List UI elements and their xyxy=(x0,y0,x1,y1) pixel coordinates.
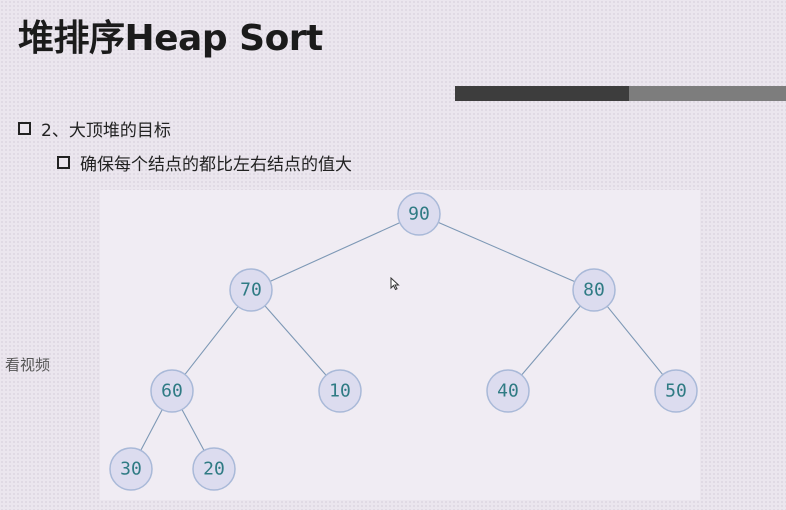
tree-node-label: 50 xyxy=(665,381,687,402)
bullet-item-2-text: 确保每个结点的都比左右结点的值大 xyxy=(80,155,352,175)
tree-node-circle xyxy=(397,192,441,236)
bullet-item-2: 确保每个结点的都比左右结点的值大 xyxy=(57,150,352,175)
nodes-layer: 90 70 80 60 10 40 50 30 20 xyxy=(109,192,698,491)
tree-node-circle xyxy=(572,268,616,312)
tree-node-80: 80 xyxy=(572,268,616,312)
tree-node-circle xyxy=(109,447,153,491)
tree-node-label: 20 xyxy=(203,459,225,480)
tree-edge-n70-n60 xyxy=(184,306,239,375)
tree-node-label: 80 xyxy=(583,280,605,301)
tree-edge-n60-n30 xyxy=(140,409,163,451)
tree-node-10: 10 xyxy=(318,369,362,413)
tree-node-40: 40 xyxy=(486,369,530,413)
tree-node-label: 40 xyxy=(497,381,519,402)
bullet-item-1-text: 2、大顶堆的目标 xyxy=(41,121,171,141)
tree-node-90: 90 xyxy=(397,192,441,236)
diagram-panel xyxy=(100,190,700,500)
header-bar-light xyxy=(629,86,786,101)
tree-node-circle xyxy=(229,268,273,312)
header-bar-dark xyxy=(455,86,629,101)
tree-node-20: 20 xyxy=(192,447,236,491)
tree-edge-n80-n50 xyxy=(606,305,664,376)
tree-edge-n90-n80 xyxy=(438,221,575,283)
square-bullet-icon xyxy=(57,156,70,169)
tree-node-60: 60 xyxy=(150,369,194,413)
tree-node-label: 60 xyxy=(161,381,183,402)
tree-edge-n90-n70 xyxy=(269,222,401,282)
tree-node-circle xyxy=(318,369,362,413)
tree-node-70: 70 xyxy=(229,268,273,312)
tree-node-30: 30 xyxy=(109,447,153,491)
tree-node-circle xyxy=(654,369,698,413)
side-watermark-text: 看视频 xyxy=(4,356,50,374)
tree-node-50: 50 xyxy=(654,369,698,413)
tree-edge-n70-n10 xyxy=(264,305,327,376)
tree-edge-n60-n20 xyxy=(181,409,205,451)
tree-node-label: 90 xyxy=(408,204,430,225)
page-title: 堆排序Heap Sort xyxy=(18,18,323,59)
tree-node-label: 70 xyxy=(240,280,262,301)
mouse-pointer-icon xyxy=(390,277,400,291)
edges-layer xyxy=(140,221,664,451)
tree-node-circle xyxy=(150,369,194,413)
tree-edge-n80-n40 xyxy=(521,305,581,376)
square-bullet-icon xyxy=(18,122,31,135)
tree-node-label: 30 xyxy=(120,459,142,480)
tree-node-circle xyxy=(192,447,236,491)
bullet-item-1: 2、大顶堆的目标 xyxy=(18,116,171,141)
tree-node-label: 10 xyxy=(329,381,351,402)
tree-node-circle xyxy=(486,369,530,413)
